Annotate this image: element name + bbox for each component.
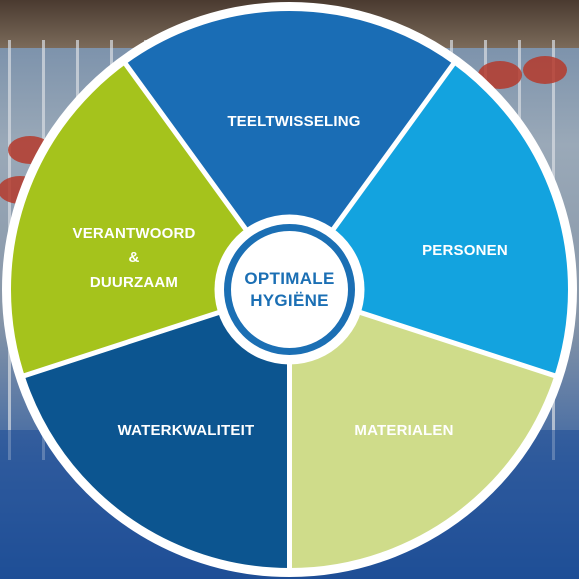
flower-basket <box>523 56 567 84</box>
label-ampersand: & <box>128 249 139 266</box>
label-materialen: MATERIALEN <box>354 422 453 439</box>
label-duurzaam: DUURZAAM <box>90 274 178 291</box>
center-ring <box>224 224 355 355</box>
segment-materialen <box>289 289 559 573</box>
center-label-line-2: HYGIËNE <box>250 291 329 310</box>
segment-waterkwaliteit <box>20 289 290 573</box>
center-label-line-1: OPTIMALE <box>244 269 334 288</box>
center-outer-disc <box>214 214 365 365</box>
label-teeltwisseling: TEELTWISSELING <box>227 113 360 130</box>
flower-basket <box>478 61 522 89</box>
label-verantwoord: VERANTWOORD <box>72 225 195 242</box>
label-personen: PERSONEN <box>422 242 508 259</box>
segment-teeltwisseling <box>123 6 456 290</box>
center-badge: OPTIMALE HYGIËNE <box>214 214 365 365</box>
label-waterkwaliteit: WATERKWALITEIT <box>118 422 255 439</box>
segment-labels: TEELTWISSELING PERSONEN MATERIALEN WATER… <box>72 113 507 439</box>
